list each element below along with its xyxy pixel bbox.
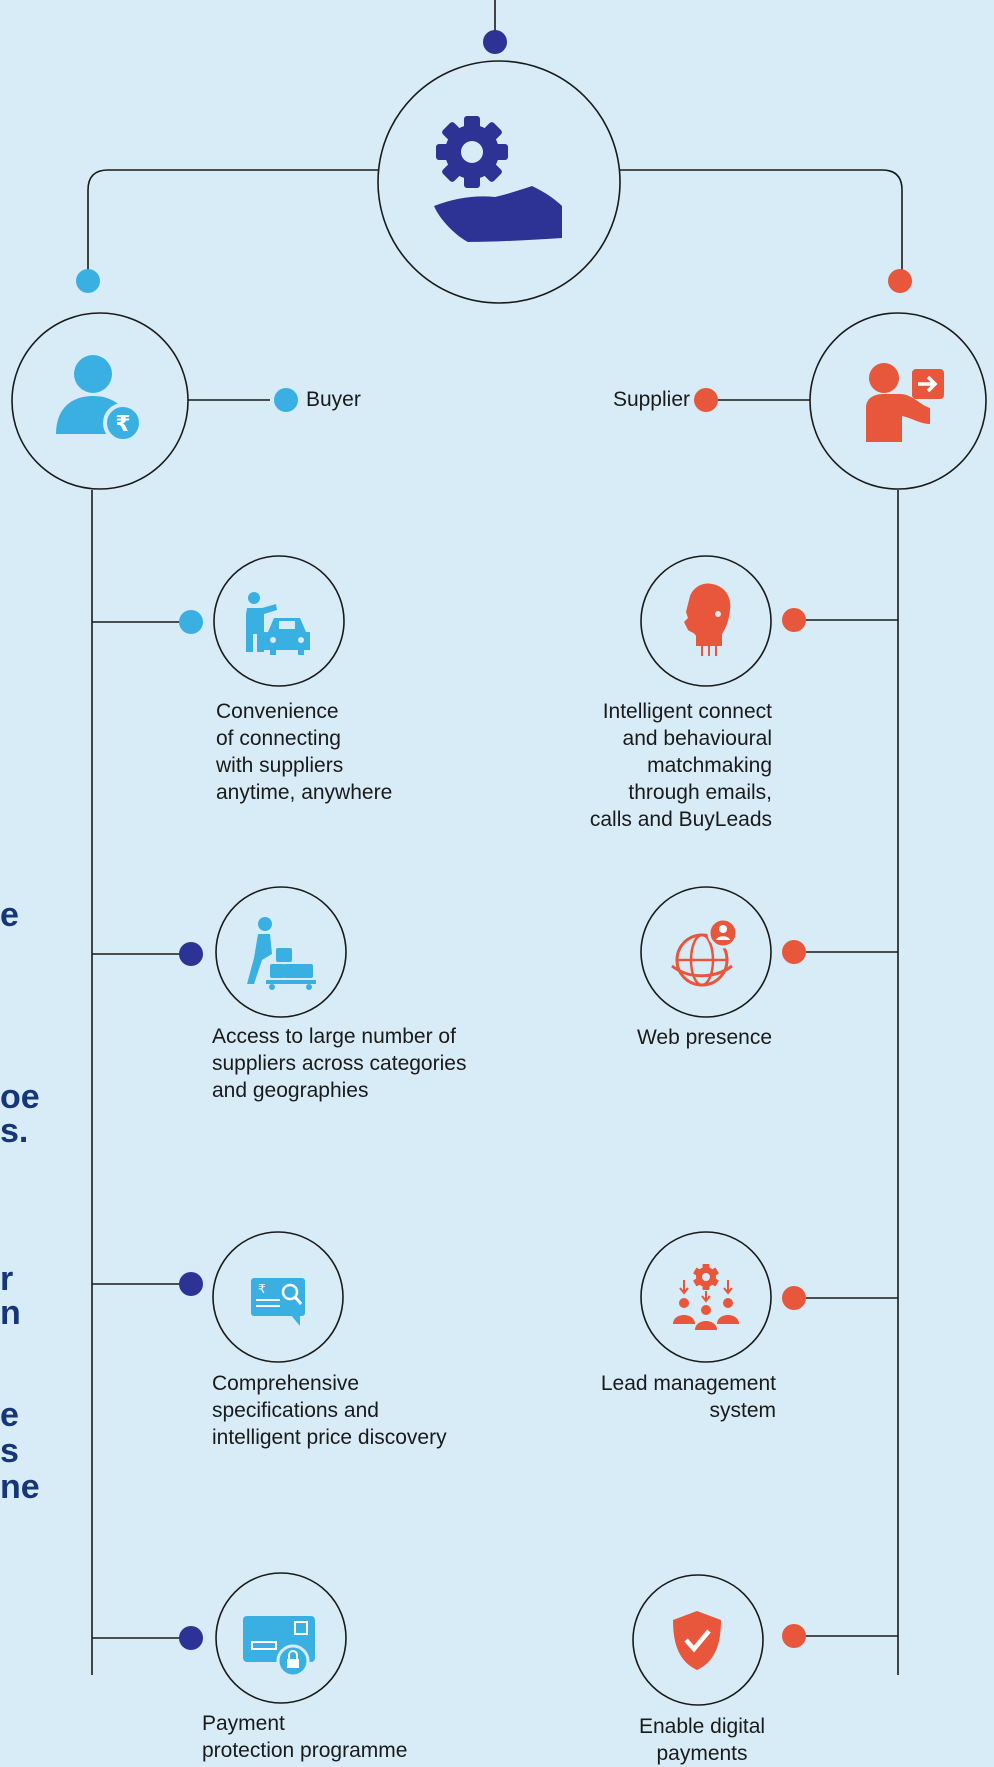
supplier-benefit-circle-1 bbox=[640, 555, 772, 687]
supplier-benefit-4-text: Enable digital payments bbox=[638, 1715, 766, 1765]
buyer-benefit-1-text: Convenience of connecting with suppliers… bbox=[216, 700, 393, 804]
secure-card-icon bbox=[243, 1616, 315, 1678]
shield-check-icon bbox=[673, 1611, 721, 1670]
supplier-label-dot bbox=[694, 388, 718, 412]
supplier-top-dot bbox=[888, 269, 912, 293]
buyer-benefit-4-text: Payment protection programme bbox=[202, 1712, 408, 1762]
buyer-circle bbox=[11, 312, 189, 490]
person-car-icon bbox=[246, 592, 310, 655]
supplier-benefit-dot-2 bbox=[782, 940, 806, 964]
supplier-benefit-3-text: Lead management system bbox=[600, 1372, 776, 1422]
price-search-icon: ₹ bbox=[251, 1278, 305, 1326]
supplier-benefit-circle-2 bbox=[640, 886, 772, 1018]
buyer-benefit-circle-2 bbox=[215, 886, 347, 1018]
supplier-benefit-circle-3 bbox=[640, 1231, 772, 1363]
hub-circle bbox=[377, 60, 621, 304]
edge-fragment: s. bbox=[0, 1112, 29, 1150]
person-trolley-icon bbox=[247, 917, 316, 990]
supplier-benefit-1-text: Intelligent connect and behavioural matc… bbox=[589, 700, 772, 831]
edge-fragment: e bbox=[0, 1396, 19, 1434]
buyer-benefit-dot-1 bbox=[179, 610, 203, 634]
buyer-benefit-2-text: Access to large number of suppliers acro… bbox=[212, 1025, 467, 1102]
buyer-benefit-circle-1 bbox=[213, 555, 345, 687]
buyer-benefit-circle-4 bbox=[215, 1572, 347, 1704]
edge-fragment: oe bbox=[0, 1078, 40, 1116]
edge-fragment: e bbox=[0, 896, 19, 934]
edge-fragment: r bbox=[0, 1260, 14, 1298]
ai-head-icon bbox=[684, 583, 731, 656]
supplier-benefit-dot-3 bbox=[782, 1286, 806, 1310]
supplier-benefit-circle-4 bbox=[632, 1574, 764, 1706]
supplier-benefit-2-text: Web presence bbox=[636, 1026, 772, 1049]
gear-hand-icon bbox=[434, 116, 562, 242]
svg-text:₹: ₹ bbox=[115, 412, 130, 437]
globe-location-icon bbox=[671, 917, 739, 987]
hub-to-buyer-line bbox=[87, 169, 378, 272]
buyer-top-dot bbox=[76, 269, 100, 293]
supplier-benefit-dot-4 bbox=[782, 1624, 806, 1648]
edge-fragment: n bbox=[0, 1294, 21, 1332]
buyer-rupee-icon: ₹ bbox=[56, 355, 143, 443]
supplier-benefit-dot-1 bbox=[782, 608, 806, 632]
buyer-benefit-dot-3 bbox=[179, 1272, 203, 1296]
supplier-circle bbox=[809, 312, 987, 490]
connector-lines bbox=[87, 0, 903, 1675]
buyer-label-dot bbox=[274, 388, 298, 412]
buyer-benefit-3-text: Comprehensive specifications and intelli… bbox=[212, 1372, 447, 1449]
supplier-label: Supplier bbox=[612, 388, 690, 411]
team-gear-icon bbox=[673, 1264, 739, 1330]
buyer-label: Buyer bbox=[306, 388, 361, 411]
buyer-benefit-dot-4 bbox=[179, 1626, 203, 1650]
edge-fragment: s bbox=[0, 1432, 19, 1470]
hub-to-supplier-line bbox=[620, 169, 903, 272]
buyer-benefit-dot-2 bbox=[179, 942, 203, 966]
buyer-benefit-circle-3 bbox=[212, 1231, 344, 1363]
svg-text:₹: ₹ bbox=[258, 1282, 266, 1296]
supplier-export-icon bbox=[866, 363, 944, 442]
hub-dot bbox=[483, 30, 507, 54]
edge-fragment: ne bbox=[0, 1468, 40, 1506]
